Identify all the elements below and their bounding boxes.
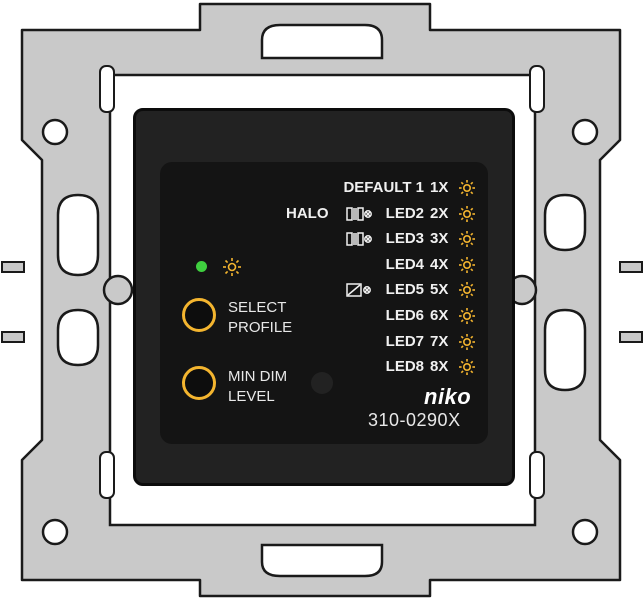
select-profile-label-2: PROFILE	[228, 319, 293, 336]
status-led	[196, 261, 207, 272]
select-profile-button[interactable]	[182, 298, 216, 332]
profile-label: DEFAULT 1	[343, 179, 424, 196]
profile-label: LED3	[385, 230, 424, 248]
profile-code: 1X	[430, 179, 449, 196]
min-dim-level-label-1: MIN DIM	[228, 368, 288, 385]
model-number: 310-0290X	[368, 410, 461, 430]
profile-label: LED8	[385, 358, 424, 376]
sun-icon	[459, 333, 475, 350]
select-profile-label-1: SELECT	[228, 299, 287, 316]
min-dim-level-button[interactable]	[182, 366, 216, 400]
electronic-transformer-icon	[346, 283, 371, 298]
halogen-transformer-icon	[346, 206, 372, 221]
sun-icon	[459, 180, 475, 196]
halogen-transformer-icon	[346, 232, 372, 246]
profile-code: 2X	[430, 204, 449, 222]
profile-label: LED6	[385, 307, 424, 324]
halo-label: HALO	[286, 205, 329, 222]
sun-icon	[459, 231, 475, 248]
profile-label: LED7	[385, 332, 424, 350]
profile-code: 3X	[430, 230, 449, 248]
profile-code: 4X	[430, 255, 449, 273]
profile-code: 5X	[430, 281, 449, 299]
min-dim-level-label-2: LEVEL	[228, 388, 275, 405]
sun-icon	[459, 308, 475, 324]
ir-sensor	[311, 372, 333, 394]
brand-logo: niko	[424, 384, 472, 409]
profile-label: LED5	[385, 281, 424, 299]
profile-code: 6X	[430, 307, 449, 324]
profile-label: LED2	[385, 204, 424, 222]
profile-label: LED4	[385, 255, 424, 273]
sun-icon	[459, 282, 475, 299]
sun-icon	[459, 256, 475, 273]
profile-code: 8X	[430, 358, 449, 376]
sun-icon	[459, 205, 475, 222]
profile-code: 7X	[430, 332, 449, 350]
front-panel	[160, 162, 488, 444]
sun-icon	[223, 258, 241, 276]
sun-icon	[459, 359, 475, 376]
